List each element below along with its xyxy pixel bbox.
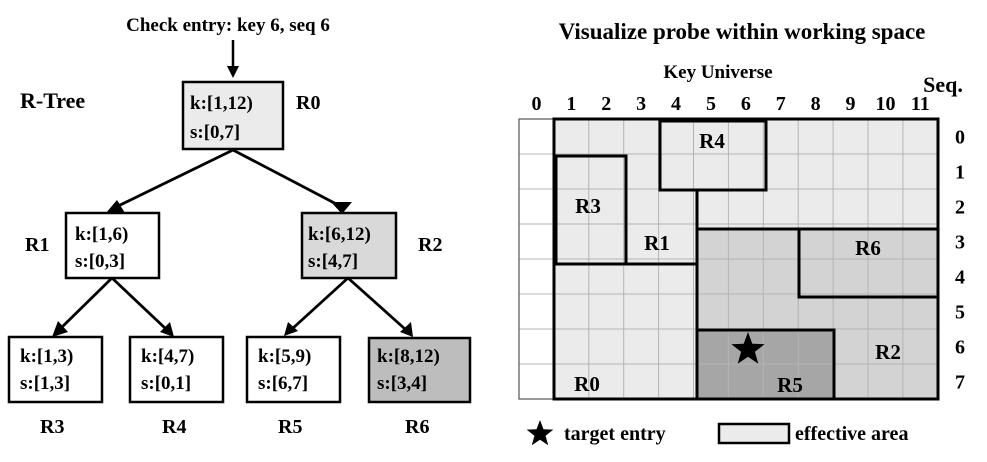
edge-r0-r2 bbox=[232, 148, 343, 209]
key-tick-3: 3 bbox=[636, 93, 646, 115]
edge-r1-r4 bbox=[111, 276, 167, 331]
key-tick-7: 7 bbox=[776, 93, 786, 115]
edge-r0-r1 bbox=[115, 148, 234, 209]
key-universe-label: Key Universe bbox=[663, 62, 772, 83]
seq-tick-0: 0 bbox=[955, 127, 965, 149]
tree-node-r1: k:[1,6) s:[0,3] R1 bbox=[25, 211, 161, 280]
region-label-r1: R1 bbox=[644, 231, 670, 255]
key-tick-8: 8 bbox=[811, 93, 821, 115]
probe-arrowhead bbox=[227, 66, 239, 78]
arrowhead-r5 bbox=[284, 322, 298, 336]
tree-node-r3: k:[1,3) s:[1,3] R3 bbox=[7, 335, 104, 438]
arrowhead-r3 bbox=[52, 321, 68, 337]
seq-tick-4: 4 bbox=[955, 267, 965, 289]
node-key-r4: k:[4,7) bbox=[141, 346, 194, 367]
node-label-r3: R3 bbox=[40, 416, 64, 438]
key-tick-0: 0 bbox=[532, 93, 542, 115]
tree-title: R-Tree bbox=[20, 88, 85, 113]
node-box-r2 bbox=[300, 211, 398, 280]
legend-target-label: target entry bbox=[564, 423, 666, 445]
target-star-icon bbox=[731, 332, 765, 364]
legend-star-icon bbox=[526, 420, 554, 446]
seq-tick-1: 1 bbox=[955, 162, 965, 184]
region-label-r0: R0 bbox=[574, 372, 600, 396]
edge-r1-r3 bbox=[59, 277, 113, 330]
seq-axis-ticks: 0 1 2 3 4 5 6 7 bbox=[955, 127, 965, 394]
key-tick-10: 10 bbox=[876, 93, 896, 115]
node-key-r1: k:[1,6) bbox=[75, 224, 128, 245]
tree-node-r2: k:[6,12) s:[4,7] R2 bbox=[300, 211, 442, 280]
arrowhead-r2 bbox=[331, 202, 352, 214]
region-label-r3: R3 bbox=[575, 194, 601, 218]
key-tick-2: 2 bbox=[601, 93, 611, 115]
key-tick-5: 5 bbox=[706, 93, 716, 115]
seq-tick-2: 2 bbox=[955, 197, 965, 219]
node-box-r0 bbox=[181, 80, 285, 151]
node-label-r1: R1 bbox=[25, 234, 49, 256]
region-r6-border bbox=[797, 227, 940, 299]
key-tick-4: 4 bbox=[671, 93, 681, 115]
node-seq-r2: s:[4,7] bbox=[308, 251, 358, 272]
node-seq-r4: s:[0,1] bbox=[141, 373, 191, 394]
legend: target entry effective area bbox=[526, 420, 908, 446]
key-tick-11: 11 bbox=[911, 93, 930, 115]
region-label-r5: R5 bbox=[777, 373, 803, 397]
node-seq-r1: s:[0,3] bbox=[75, 251, 125, 272]
node-box-r1 bbox=[64, 211, 161, 280]
node-key-r3: k:[1,3) bbox=[20, 346, 73, 367]
node-box-r6 bbox=[367, 336, 472, 404]
key-tick-1: 1 bbox=[566, 93, 576, 115]
region-r4-border bbox=[658, 119, 768, 192]
edge-r2-r6 bbox=[347, 276, 406, 331]
node-label-r2: R2 bbox=[418, 234, 442, 256]
tree-node-r6: k:[8,12) s:[3,4] R6 bbox=[367, 336, 472, 438]
region-label-r6: R6 bbox=[855, 236, 881, 260]
key-tick-9: 9 bbox=[846, 93, 856, 115]
node-seq-r0: s:[0,7] bbox=[190, 122, 240, 143]
region-label-r4: R4 bbox=[699, 129, 725, 153]
node-key-r2: k:[6,12) bbox=[308, 224, 371, 245]
tree-header: Check entry: key 6, seq 6 bbox=[126, 15, 330, 36]
grid-title: Visualize probe within working space bbox=[559, 19, 926, 44]
region-r5-border bbox=[695, 328, 836, 401]
seq-axis-label: Seq. bbox=[923, 72, 963, 97]
node-key-r5: k:[5,9) bbox=[258, 346, 311, 367]
seq-tick-5: 5 bbox=[955, 302, 965, 324]
node-label-r6: R6 bbox=[405, 416, 429, 438]
node-label-r5: R5 bbox=[278, 416, 302, 438]
node-label-r4: R4 bbox=[162, 416, 186, 438]
rtree-panel: Check entry: key 6, seq 6 R-Tree k:[1,12… bbox=[7, 15, 472, 438]
node-key-r6: k:[8,12) bbox=[377, 346, 440, 367]
key-tick-6: 6 bbox=[741, 93, 751, 115]
seq-tick-6: 6 bbox=[955, 337, 965, 359]
tree-node-r0: k:[1,12) s:[0,7] R0 bbox=[181, 80, 320, 151]
edge-r2-r5 bbox=[291, 276, 349, 331]
tree-edges bbox=[59, 148, 406, 331]
tree-node-r4: k:[4,7) s:[0,1] R4 bbox=[128, 335, 225, 438]
tree-arrowheads bbox=[52, 200, 413, 337]
node-box-r4 bbox=[128, 335, 225, 404]
arrowhead-r6 bbox=[400, 322, 413, 337]
legend-effective-label: effective area bbox=[795, 423, 908, 445]
key-axis-ticks: 0 1 2 3 4 5 6 7 8 9 10 11 bbox=[532, 93, 930, 115]
region-r3-border bbox=[554, 154, 628, 266]
arrowhead-r4 bbox=[160, 322, 174, 337]
seq-tick-3: 3 bbox=[955, 232, 965, 254]
seq-tick-7: 7 bbox=[955, 372, 965, 394]
node-box-r5 bbox=[245, 335, 342, 404]
tree-node-r5: k:[5,9) s:[6,7] R5 bbox=[245, 335, 342, 438]
node-seq-r5: s:[6,7] bbox=[258, 373, 308, 394]
node-label-r0: R0 bbox=[296, 92, 320, 114]
grid-area: R4 R3 R1 R6 R2 R5 R0 bbox=[518, 117, 940, 401]
legend-effective-swatch bbox=[717, 422, 791, 445]
node-seq-r6: s:[3,4] bbox=[377, 373, 427, 394]
node-key-r0: k:[1,12) bbox=[190, 93, 253, 114]
grid-panel: Visualize probe within working space Key… bbox=[518, 19, 965, 446]
region-label-r2: R2 bbox=[875, 340, 901, 364]
node-box-r3 bbox=[7, 335, 104, 404]
arrowhead-r1 bbox=[106, 200, 125, 213]
node-seq-r3: s:[1,3] bbox=[20, 373, 70, 394]
